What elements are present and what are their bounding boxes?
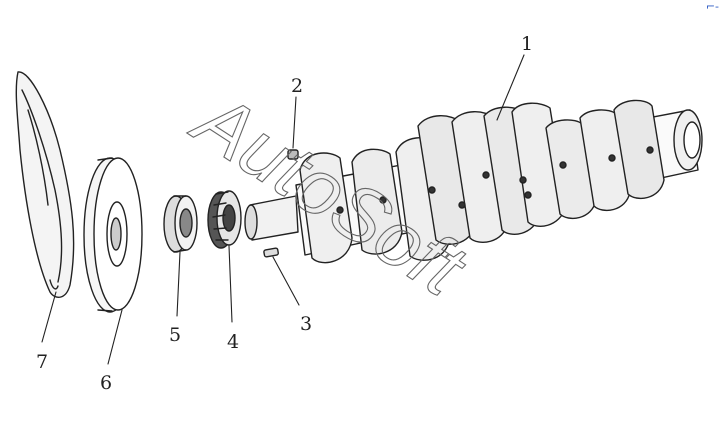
- callout-1: 1: [521, 33, 533, 55]
- part-4-gear: [207, 190, 242, 249]
- callout-7: 7: [36, 351, 48, 373]
- part-7-damper-plate: [15, 71, 75, 298]
- callout-6: 6: [100, 372, 112, 394]
- part-5-bushing: [163, 195, 198, 253]
- callout-2: 2: [291, 75, 303, 97]
- callout-3: 3: [300, 313, 312, 335]
- part-2-plug: [287, 149, 299, 160]
- part-1-crankshaft: [244, 99, 703, 264]
- leader-lines: [41, 54, 525, 365]
- part-6-pulley: [83, 157, 143, 313]
- corner-mark: ⌐-: [705, 0, 719, 13]
- part-3-key: [263, 247, 279, 258]
- callout-5: 5: [169, 324, 181, 346]
- callout-4: 4: [227, 331, 239, 353]
